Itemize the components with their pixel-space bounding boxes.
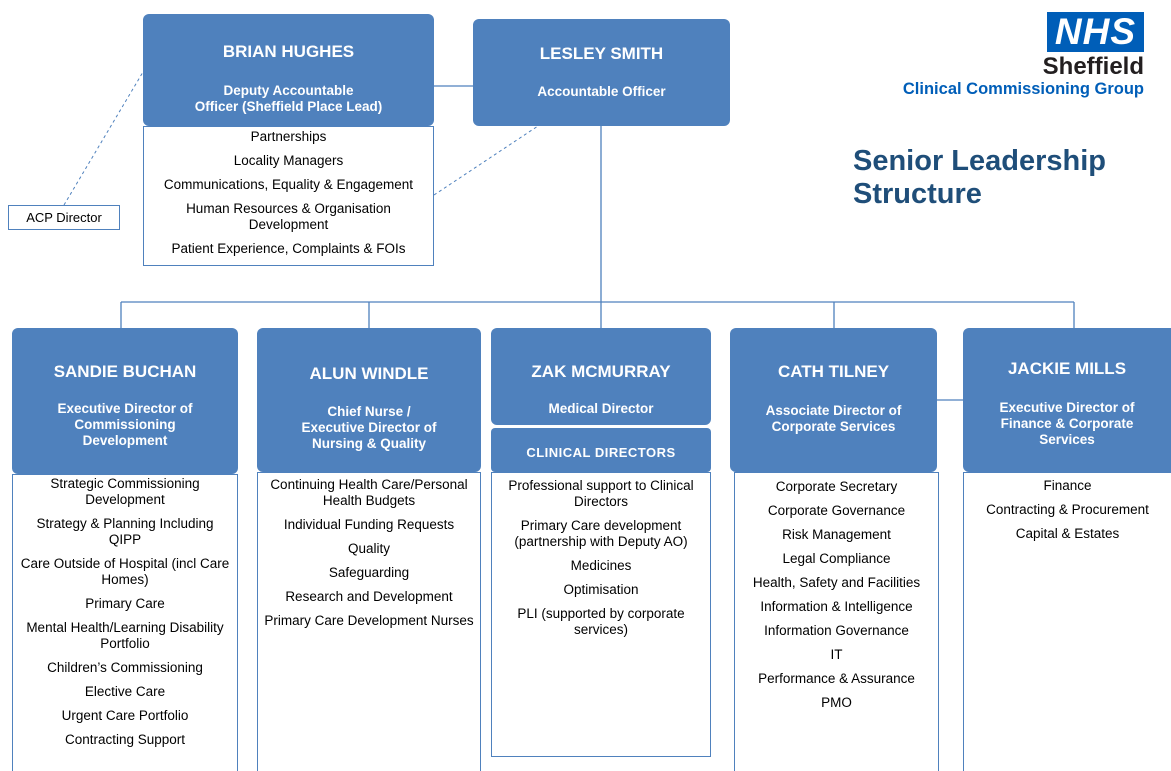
jackie-mills-role-line1: Executive Director of xyxy=(999,400,1135,415)
portfolio-item: Information & Intelligence xyxy=(760,599,913,614)
alun-windle-portfolio: Continuing Health Care/Personal Health B… xyxy=(257,472,481,771)
alun-windle-header: ALUN WINDLE Chief Nurse / Executive Dire… xyxy=(257,328,481,472)
cath-tilney-portfolio: Corporate Secretary Corporate Governance… xyxy=(734,472,939,771)
jackie-mills-name: JACKIE MILLS xyxy=(1007,359,1127,378)
lesley-smith-name: LESLEY SMITH xyxy=(539,44,664,63)
sandie-buchan-role-line2: Commissioning xyxy=(74,417,176,432)
sandie-buchan-portfolio: Strategic Commissioning Development Stra… xyxy=(12,474,238,771)
sandie-buchan-name: SANDIE BUCHAN xyxy=(53,362,197,381)
alun-windle-name: ALUN WINDLE xyxy=(309,364,429,383)
portfolio-item: Primary Care development (partnership wi… xyxy=(514,518,688,549)
portfolio-item: Children’s Commissioning xyxy=(47,660,203,675)
acp-brian-dashed-line xyxy=(63,71,144,206)
zak-mcmurray-name: ZAK MCMURRAY xyxy=(531,362,671,381)
portfolio-item: Medicines xyxy=(570,558,632,573)
portfolio-item: Finance xyxy=(1043,478,1092,493)
clinical-directors-label: CLINICAL DIRECTORS xyxy=(526,445,676,460)
portfolio-item: Corporate Secretary xyxy=(775,479,898,494)
portfolio-item: PLI (supported by corporate services) xyxy=(517,606,685,637)
brian-hughes-role-line1: Deputy Accountable xyxy=(223,83,354,98)
portfolio-item: Safeguarding xyxy=(328,565,410,580)
portfolio-item: Human Resources & Organisation Developme… xyxy=(186,201,391,232)
brian-hughes-portfolio: Partnerships Locality Managers Communica… xyxy=(143,126,434,266)
zak-mcmurray-header: ZAK MCMURRAY Medical Director xyxy=(491,328,711,425)
page-title-line1: Senior Leadership xyxy=(853,145,1107,177)
lesley-smith-header: LESLEY SMITH Accountable Officer xyxy=(473,19,730,126)
portfolio-item: Primary Care Development Nurses xyxy=(264,613,474,628)
portfolio-item: Health, Safety and Facilities xyxy=(752,575,921,590)
cath-tilney-name: CATH TILNEY xyxy=(777,362,890,381)
sandie-buchan-role-line1: Executive Director of xyxy=(57,401,193,416)
portfolio-item: Information Governance xyxy=(764,623,909,638)
cath-tilney-header: CATH TILNEY Associate Director of Corpor… xyxy=(730,328,937,472)
portfolio-item: Contracting Support xyxy=(64,732,186,747)
portfolio-item: Performance & Assurance xyxy=(758,671,915,686)
alun-windle-role-line1: Chief Nurse / xyxy=(327,404,411,419)
portfolio-item: Locality Managers xyxy=(233,153,344,168)
lesley-smith-role: Accountable Officer xyxy=(537,84,666,99)
acp-director-box: ACP Director xyxy=(8,205,120,230)
portfolio-item: Legal Compliance xyxy=(782,551,891,566)
clinical-directors-header: CLINICAL DIRECTORS xyxy=(491,428,711,472)
portfolio-item: Risk Management xyxy=(782,527,891,542)
portfolio-item: Contracting & Procurement xyxy=(986,502,1149,517)
portfolio-item: Quality xyxy=(347,541,391,556)
jackie-mills-role-line2: Finance & Corporate xyxy=(1000,416,1134,431)
jackie-mills-role-line3: Services xyxy=(1039,432,1095,447)
brian-hughes-header: BRIAN HUGHES Deputy Accountable Officer … xyxy=(143,14,434,126)
portfolio-item: Mental Health/Learning Disability Portfo… xyxy=(26,620,224,651)
logo-organisation: Clinical Commissioning Group xyxy=(902,80,1144,98)
jackie-mills-portfolio: Finance Contracting & Procurement Capita… xyxy=(963,472,1171,771)
portfolio-item: Elective Care xyxy=(84,684,166,699)
portfolio-item: Urgent Care Portfolio xyxy=(61,708,189,723)
portfolio-item: Care Outside of Hospital (incl Care Home… xyxy=(20,556,230,587)
alun-windle-role-line2: Executive Director of xyxy=(301,420,437,435)
brian-hughes-name: BRIAN HUGHES xyxy=(222,42,355,61)
alun-windle-role-line3: Nursing & Quality xyxy=(311,436,426,451)
portfolio-item: Partnerships xyxy=(250,129,327,144)
jackie-mills-header: JACKIE MILLS Executive Director of Finan… xyxy=(963,328,1171,472)
logo-place: Sheffield xyxy=(1042,53,1144,80)
page-title: Senior Leadership Structure xyxy=(853,145,1106,211)
portfolio-item: Strategic Commissioning Development xyxy=(50,476,200,507)
portfolio-item: Optimisation xyxy=(563,582,639,597)
portfolio-item: Strategy & Planning Including QIPP xyxy=(36,516,214,547)
portfolio-item: Capital & Estates xyxy=(1015,526,1120,541)
sandie-buchan-role-line3: Development xyxy=(82,433,168,448)
portfolio-item: IT xyxy=(830,647,843,662)
zak-mcmurray-portfolio: Professional support to Clinical Directo… xyxy=(491,472,711,757)
cath-tilney-role-line1: Associate Director of xyxy=(765,403,902,418)
portfolio-item: Continuing Health Care/Personal Health B… xyxy=(270,477,468,508)
nhs-wordmark: NHS xyxy=(1046,12,1144,52)
brian-lesley-dashed-line xyxy=(433,125,539,196)
portfolio-item: Research and Development xyxy=(285,589,453,604)
portfolio-item: PMO xyxy=(821,695,852,710)
portfolio-item: Corporate Governance xyxy=(767,503,906,518)
portfolio-item: Individual Funding Requests xyxy=(283,517,455,532)
brian-hughes-role-line2: Officer (Sheffield Place Lead) xyxy=(194,99,383,114)
nhs-sheffield-logo: NHS Sheffield Clinical Commissioning Gro… xyxy=(903,12,1144,98)
portfolio-item: Primary Care xyxy=(85,596,165,611)
portfolio-item: Patient Experience, Complaints & FOIs xyxy=(171,241,406,256)
zak-mcmurray-role: Medical Director xyxy=(548,401,654,416)
portfolio-item: Professional support to Clinical Directo… xyxy=(508,478,694,509)
page-title-line2: Structure xyxy=(853,178,982,210)
cath-tilney-role-line2: Corporate Services xyxy=(771,419,896,434)
portfolio-item: Communications, Equality & Engagement xyxy=(163,177,414,192)
sandie-buchan-header: SANDIE BUCHAN Executive Director of Comm… xyxy=(12,328,238,474)
